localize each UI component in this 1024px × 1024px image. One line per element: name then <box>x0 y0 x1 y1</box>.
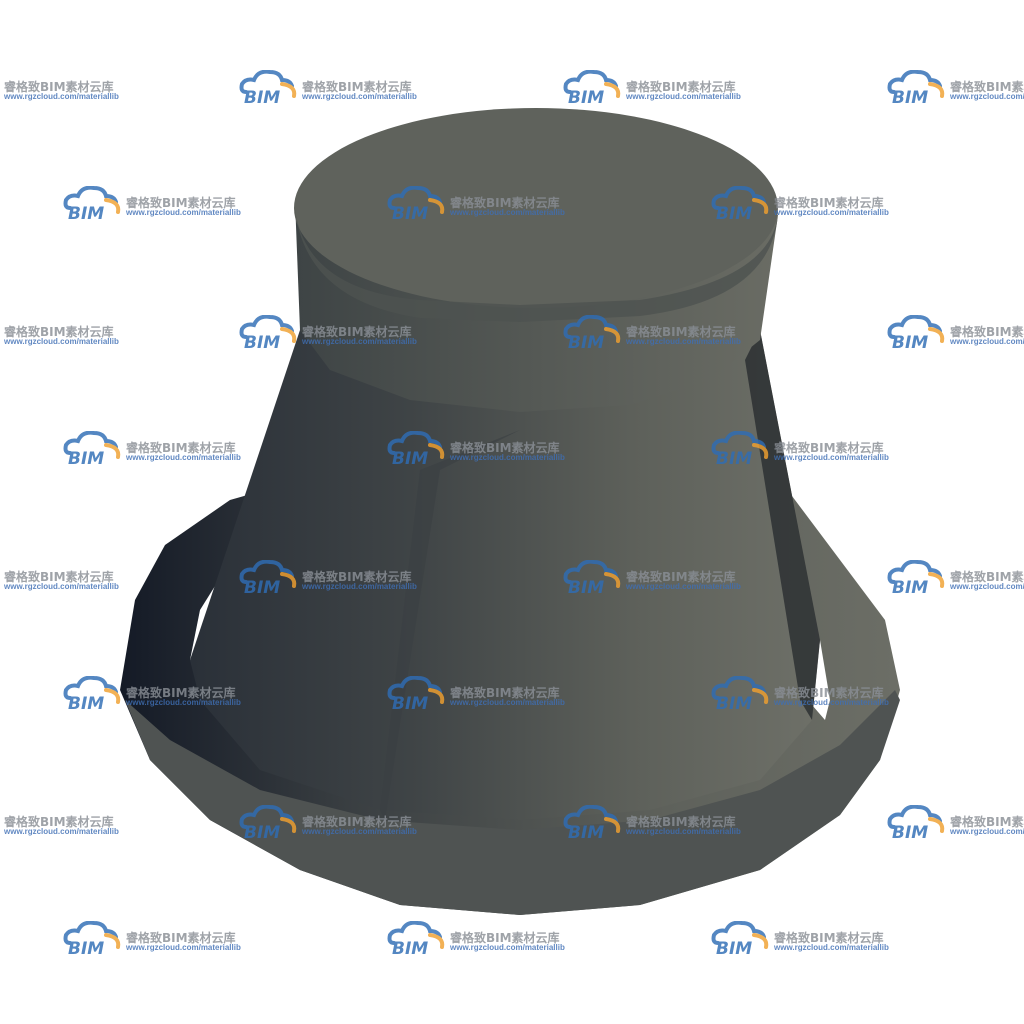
top-cap <box>294 108 778 412</box>
reducer-cone <box>190 330 820 820</box>
